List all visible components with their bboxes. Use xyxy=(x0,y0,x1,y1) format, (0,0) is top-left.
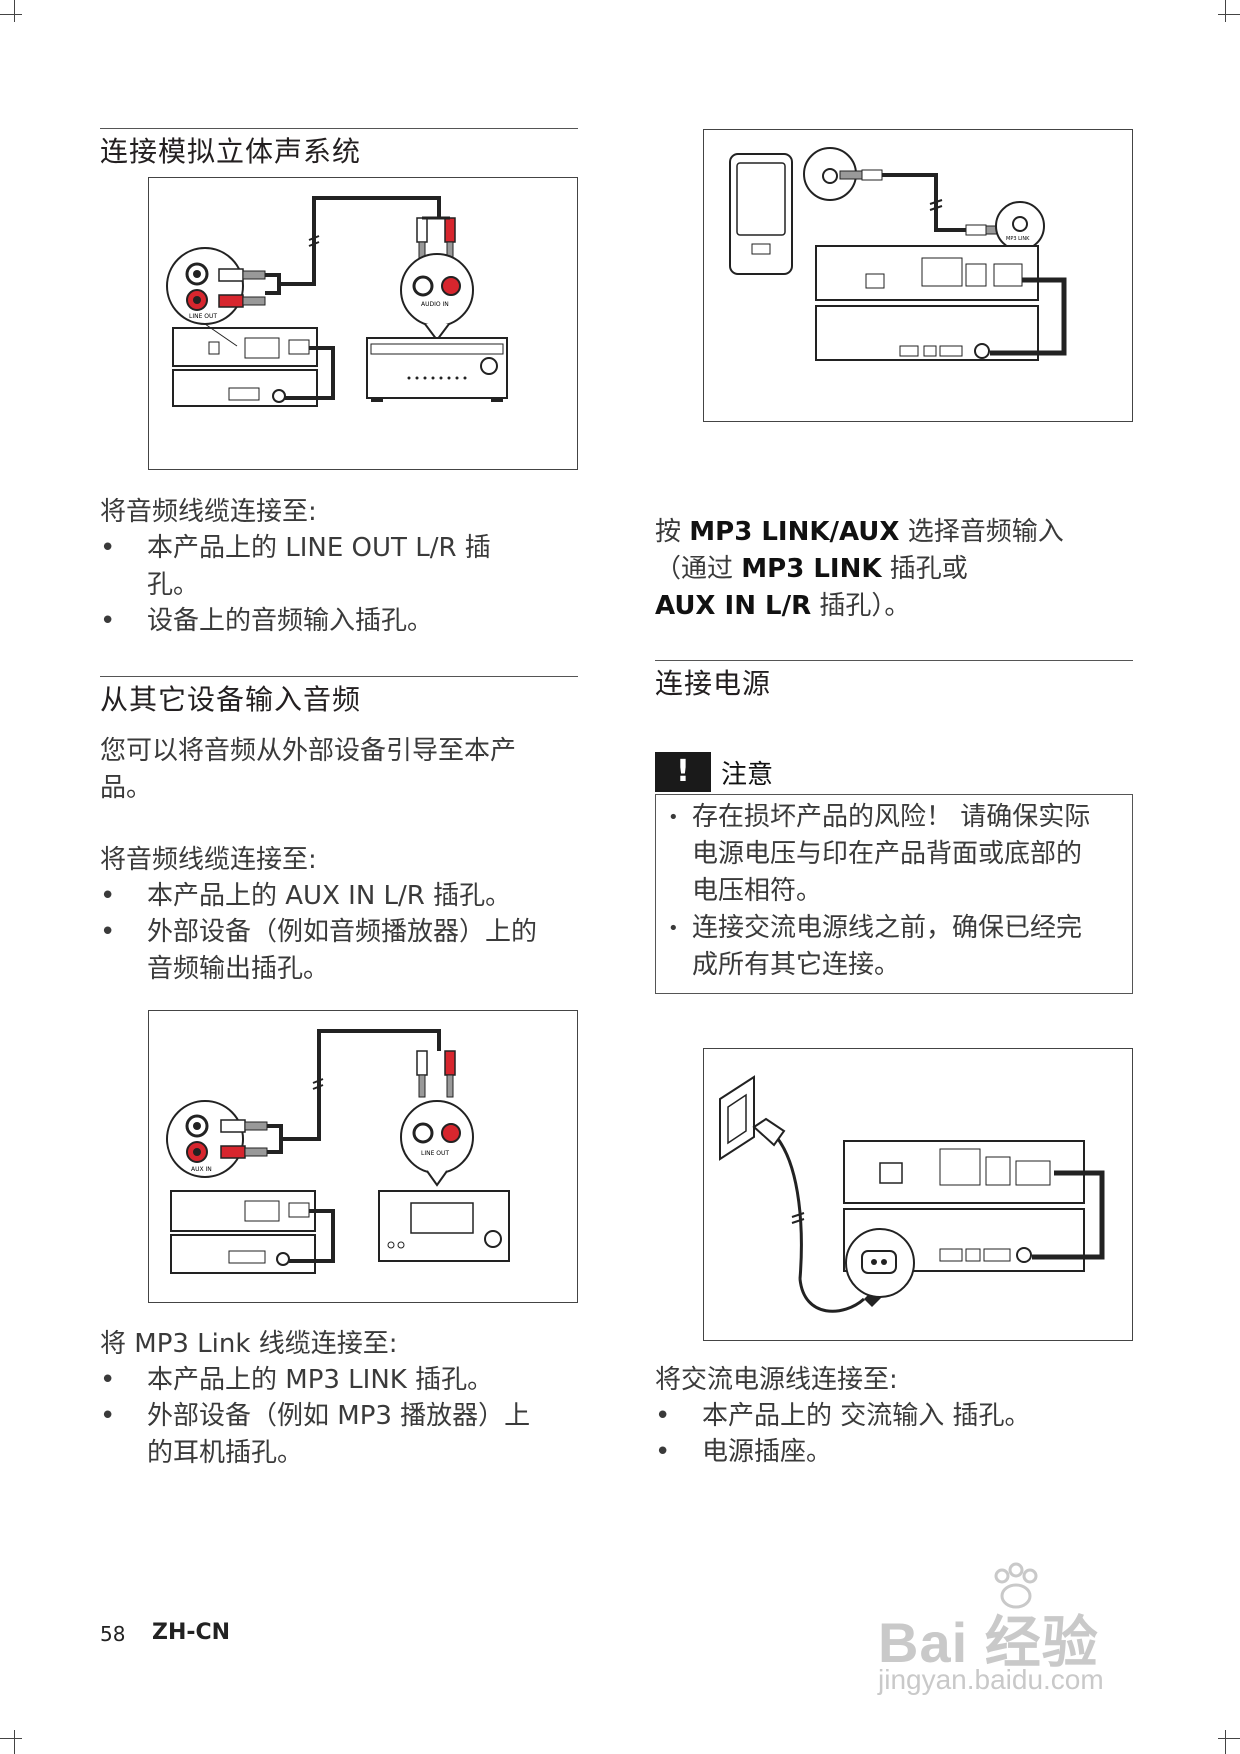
bullet-dot: • xyxy=(655,1437,671,1467)
crop-mark-tl-v xyxy=(14,0,15,22)
figure-analog-stereo-connection: LINE OUT AUDIO IN xyxy=(148,177,578,470)
mp3-bullet-1: • 本产品上的 MP3 LINK 插孔。 xyxy=(100,1362,580,1399)
bullet-dot: • xyxy=(668,918,679,939)
sec1-intro: 将音频线缆连接至: xyxy=(100,497,317,527)
bullet-dot: • xyxy=(100,606,116,636)
section-title-power: 连接电源 xyxy=(655,667,772,700)
bullet-text: 本产品上的 MP3 LINK 插孔。 xyxy=(147,1365,494,1395)
baidu-watermark-url: jingyan.baidu.com xyxy=(878,1664,1104,1695)
crop-mark-br-v xyxy=(1225,1730,1226,1754)
section-rule-3 xyxy=(655,660,1133,661)
bullet-dot: • xyxy=(100,1401,116,1431)
paw-icon xyxy=(990,1562,1040,1612)
bullet-dot: • xyxy=(668,807,679,828)
power-bullet-2: • 电源插座。 xyxy=(655,1434,1135,1471)
label-audio-in: AUDIO IN xyxy=(421,301,449,308)
bullet-text: 外部设备（例如音频播放器）上的音频输出插孔。 xyxy=(147,917,538,984)
bullet-dot: • xyxy=(100,917,116,947)
label-line-out-2: LINE OUT xyxy=(421,1150,449,1157)
figure-mp3-link-svg: MP3 LINK xyxy=(729,147,1067,361)
figure-mp3-link-connection: MP3 LINK xyxy=(703,129,1133,422)
bullet-dot: • xyxy=(100,533,116,563)
figure-power-svg xyxy=(719,1075,1105,1313)
section-title-analog-stereo: 连接模拟立体声系统 xyxy=(100,135,362,168)
bullet-text: 本产品上的 交流输入 插孔。 xyxy=(702,1401,1031,1431)
mp3-bullet-2: • 外部设备（例如 MP3 播放器）上的耳机插孔。 xyxy=(100,1398,580,1472)
section-rule-1 xyxy=(100,128,578,129)
bullet-text: 设备上的音频输入插孔。 xyxy=(147,606,434,636)
page-number: 58 xyxy=(100,1622,126,1646)
sec2-intro: 您可以将音频从外部设备引导至本产品。 xyxy=(100,736,517,803)
figure-analog-stereo-svg: LINE OUT AUDIO IN xyxy=(166,196,508,407)
figure-power-connection xyxy=(703,1048,1133,1341)
figure-aux-in-connection: AUX IN LINE OUT xyxy=(148,1010,578,1303)
sec1-bullet-1: • 本产品上的 LINE OUT L/R 插孔。 xyxy=(100,530,580,604)
language-code: ZH-CN xyxy=(152,1620,231,1645)
mp3-intro: 将 MP3 Link 线缆连接至: xyxy=(100,1329,398,1359)
bullet-text: 外部设备（例如 MP3 播放器）上的耳机插孔。 xyxy=(147,1401,531,1468)
baidu-watermark-logo: Bai 经验 xyxy=(878,1611,1099,1674)
caution-header: ! 注意 xyxy=(655,752,1133,792)
sec1-bullet-2: • 设备上的音频输入插孔。 xyxy=(100,603,580,640)
bullet-text: 电源插座。 xyxy=(702,1437,833,1467)
sec2-sub-intro: 将音频线缆连接至: xyxy=(100,845,317,875)
bullet-dot: • xyxy=(100,1365,116,1395)
crop-mark-tl-h xyxy=(0,14,22,15)
caution-item-2-text: 连接交流电源线之前，确保已经完成所有其它连接。 xyxy=(692,913,1083,980)
sec2-bullet-2: • 外部设备（例如音频播放器）上的音频输出插孔。 xyxy=(100,914,580,988)
crop-mark-br-h xyxy=(1218,1738,1240,1739)
bullet-text: 本产品上的 AUX IN L/R 插孔。 xyxy=(147,881,512,911)
caution-icon: ! xyxy=(655,752,711,792)
caution-title: 注意 xyxy=(721,760,774,790)
caution-item-1-text: 存在损坏产品的风险！ 请确保实际电源电压与印在产品背面或底部的电压相符。 xyxy=(692,802,1091,906)
label-line-out: LINE OUT xyxy=(189,313,217,320)
crop-mark-tr-h xyxy=(1218,14,1240,15)
sec2-bullet-1: • 本产品上的 AUX IN L/R 插孔。 xyxy=(100,878,580,915)
power-bullet-1: • 本产品上的 交流输入 插孔。 xyxy=(655,1398,1135,1435)
label-mp3-link: MP3 LINK xyxy=(1006,236,1030,242)
crop-mark-tr-v xyxy=(1225,0,1226,22)
section-rule-2 xyxy=(100,676,578,677)
section-title-audio-input: 从其它设备输入音频 xyxy=(100,683,362,716)
bullet-dot: • xyxy=(100,881,116,911)
label-aux-in: AUX IN xyxy=(191,1166,212,1173)
crop-mark-bl-h xyxy=(0,1738,22,1739)
bullet-text: 本产品上的 LINE OUT L/R 插孔。 xyxy=(147,533,491,600)
power-intro: 将交流电源线连接至: xyxy=(655,1365,898,1395)
mp3-select-text: 按 MP3 LINK/AUX 选择音频输入 （通过 MP3 LINK 插孔或 A… xyxy=(655,517,1064,621)
crop-mark-bl-v xyxy=(14,1730,15,1754)
figure-aux-in-svg: AUX IN LINE OUT xyxy=(166,1029,510,1274)
bullet-dot: • xyxy=(655,1401,671,1431)
caution-box: • 存在损坏产品的风险！ 请确保实际电源电压与印在产品背面或底部的电压相符。 •… xyxy=(655,794,1133,994)
